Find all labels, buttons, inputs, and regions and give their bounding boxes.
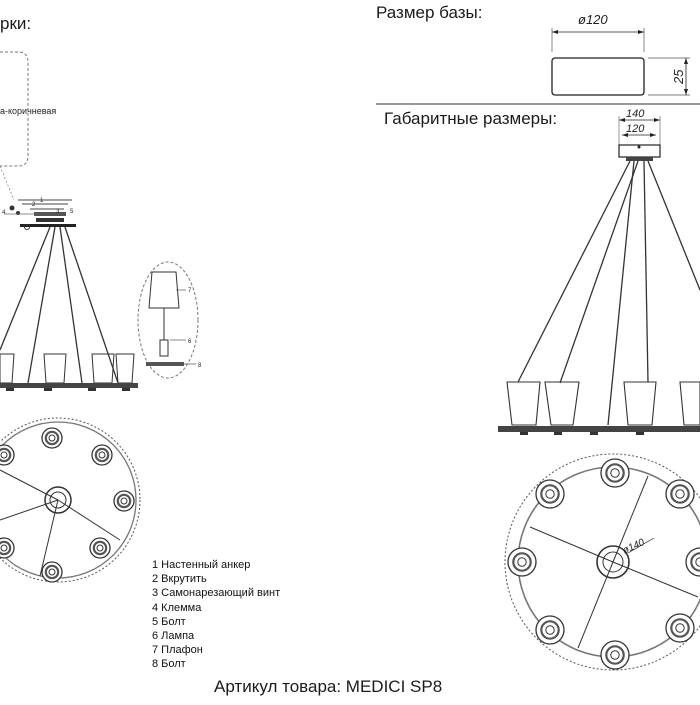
color-note: а-коричневая bbox=[0, 106, 57, 116]
lamp-holder bbox=[0, 537, 15, 559]
base-size-heading: Размер базы: bbox=[376, 3, 483, 22]
canopy-outer-label: 140 bbox=[626, 108, 645, 120]
legend-item: 3 Самонарезающий винт bbox=[152, 587, 281, 600]
lamp-holder bbox=[41, 427, 63, 449]
callout-4: 4 bbox=[2, 210, 6, 216]
chandelier-front-view-left bbox=[0, 226, 138, 391]
lamp-holder bbox=[113, 490, 135, 512]
callout-3: 3 bbox=[56, 209, 60, 215]
base-diameter-label: ø120 bbox=[578, 12, 608, 27]
callout-6: 6 bbox=[188, 339, 192, 345]
lamp-holder bbox=[600, 458, 630, 488]
lamp-holder bbox=[535, 615, 565, 645]
base-height-label: 25 bbox=[671, 69, 686, 85]
legend-item: 4 Клемма bbox=[152, 601, 202, 614]
callout-5: 5 bbox=[70, 209, 74, 215]
base-size-drawing bbox=[551, 28, 690, 96]
partial-heading-left: рки: bbox=[0, 14, 32, 33]
chandelier-plan-view-right bbox=[504, 453, 700, 671]
lamp-holder bbox=[89, 537, 111, 559]
legend-item: 5 Болт bbox=[152, 615, 186, 628]
callout-2: 2 bbox=[32, 202, 36, 208]
lamp-holder bbox=[41, 561, 63, 583]
mounting-exploded-view bbox=[4, 199, 76, 230]
legend-item: 2 Вкрутить bbox=[152, 573, 207, 586]
chandelier-plan-view-left bbox=[0, 417, 141, 583]
lamp-holder bbox=[685, 547, 700, 577]
lamp-holder bbox=[91, 444, 113, 466]
lamp-holder bbox=[535, 479, 565, 509]
color-sample-callout bbox=[0, 51, 29, 201]
parts-legend: 1 Настенный анкер 2 Вкрутить 3 Самонарез… bbox=[152, 558, 280, 672]
lamp-holder bbox=[0, 444, 15, 466]
legend-item: 6 Лампа bbox=[152, 630, 195, 643]
article-caption: Артикул товара: MEDICI SP8 bbox=[214, 677, 443, 696]
callout-1: 1 bbox=[40, 198, 44, 204]
lamp-holder bbox=[600, 640, 630, 670]
legend-item: 7 Плафон bbox=[152, 644, 203, 657]
overall-size-drawing bbox=[498, 116, 700, 435]
legend-item: 8 Болт bbox=[152, 658, 186, 671]
callout-8: 8 bbox=[198, 363, 202, 369]
lamp-detail-callout bbox=[137, 261, 199, 379]
callout-7: 7 bbox=[188, 288, 192, 294]
canopy-inner-label: 120 bbox=[626, 123, 645, 135]
legend-item: 1 Настенный анкер bbox=[152, 559, 251, 571]
lamp-holder bbox=[665, 479, 695, 509]
ring-diameter-label: ø140 bbox=[621, 537, 647, 557]
lamp-holder bbox=[507, 547, 537, 577]
lamp-holder bbox=[665, 613, 695, 643]
overall-size-heading: Габаритные размеры: bbox=[384, 109, 558, 128]
